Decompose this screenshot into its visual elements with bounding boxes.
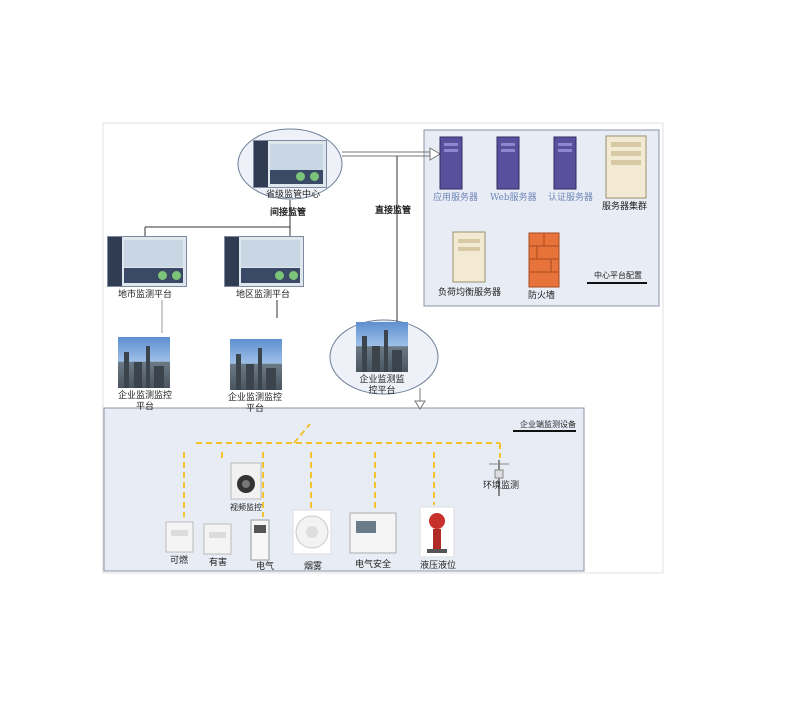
- direct-supervision-label: 直接监管: [375, 206, 412, 216]
- auth-server-label: 认证服务器: [548, 193, 594, 203]
- enterprise-main-photo: [356, 322, 408, 372]
- enterprise-middle-photo: [230, 339, 282, 390]
- enterprise-middle-label: 企业监测监控平台: [228, 393, 283, 414]
- county-platform-label: 地区监测平台: [236, 290, 291, 300]
- web-server-label: Web服务器: [490, 193, 537, 203]
- toxic-label: 有害: [209, 558, 228, 568]
- firewall-label: 防火墙: [528, 291, 556, 301]
- load-balancer-label: 负荷均衡服务器: [438, 288, 502, 298]
- combustible-sensor-icon: [165, 521, 194, 553]
- device-panel-title: 企业端监测设备: [520, 420, 576, 429]
- combustible-label: 可燃: [170, 556, 189, 566]
- toxic-sensor-icon: [203, 523, 232, 555]
- environment-label: 环境监测: [483, 481, 520, 491]
- server-cluster-label: 服务器集群: [602, 202, 648, 212]
- server-panel-title: 中心平台配置: [594, 271, 642, 280]
- enterprise-left-label: 企业监测监控平台: [118, 391, 173, 412]
- server-arrow-head: [429, 147, 441, 161]
- smoke-label: 烟雾: [304, 562, 323, 572]
- enterprise-main-label: 企业监测监控平台: [359, 375, 405, 396]
- device-bus-uplink: [293, 423, 311, 444]
- enterprise-left-photo: [118, 337, 170, 388]
- firewall-icon: [528, 232, 560, 288]
- app-server-label: 应用服务器: [433, 193, 479, 203]
- auth-server-icon: [553, 136, 577, 190]
- pressure-level-icon: [419, 506, 455, 558]
- device-bus: [183, 423, 501, 517]
- camera-label: 视频监控: [230, 503, 262, 512]
- electric-label: 电气: [256, 562, 275, 572]
- city-dashboard-screen: [107, 236, 187, 287]
- center-label: 省级监管中心: [266, 190, 321, 200]
- city-platform-label: 地市监测平台: [118, 290, 173, 300]
- electrical-safety-label: 电气安全: [355, 560, 392, 570]
- load-balancer-icon: [452, 231, 486, 283]
- electrical-safety-icon: [349, 512, 397, 554]
- indirect-supervision-label: 间接监管: [270, 208, 307, 218]
- pressure-level-label: 液压液位: [420, 561, 457, 571]
- smoke-detector-icon: [292, 509, 332, 555]
- center-dashboard-screen: [253, 140, 327, 188]
- county-dashboard-screen: [224, 236, 304, 287]
- web-server-icon: [496, 136, 520, 190]
- camera-icon: [230, 462, 262, 500]
- server-cluster-icon: [605, 135, 647, 199]
- app-server-icon: [439, 136, 463, 190]
- electric-meter-icon: [250, 519, 270, 561]
- environment-monitor-icon: [489, 460, 509, 496]
- enterprise-arrow-head: [414, 400, 426, 410]
